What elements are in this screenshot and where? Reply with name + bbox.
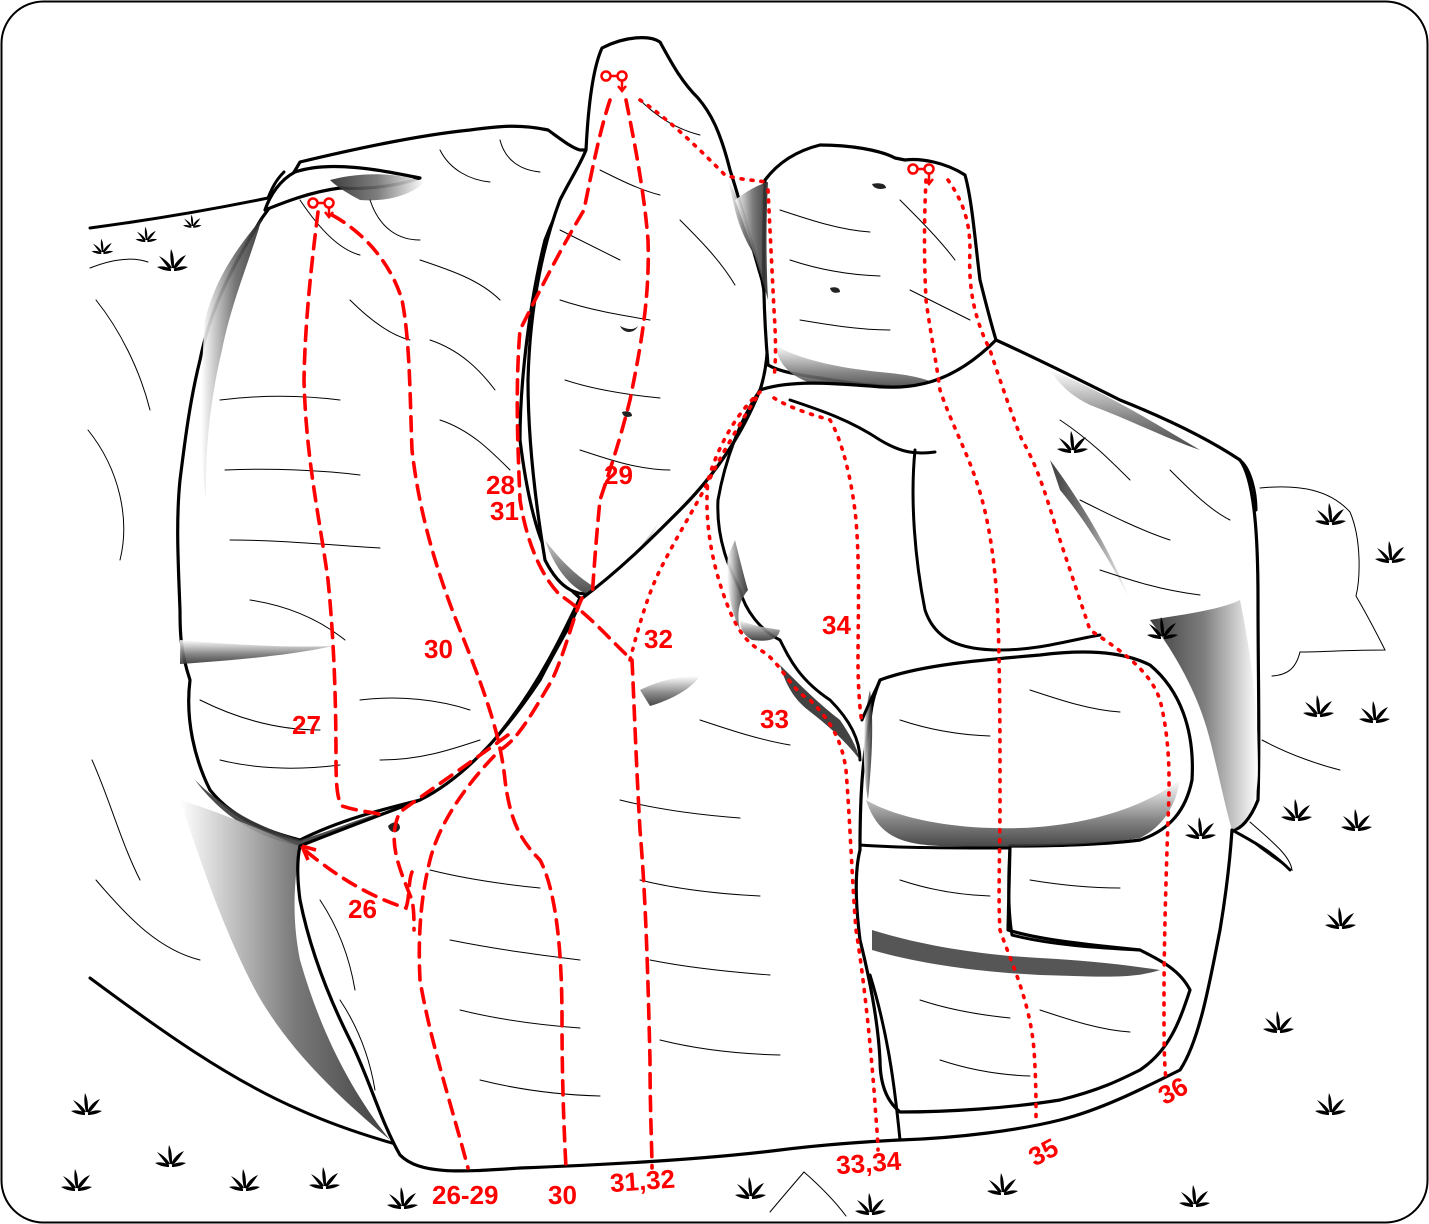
start-label-33-34: 33,34 <box>835 1146 903 1181</box>
route-label-30: 30 <box>424 634 453 664</box>
route-label-34: 34 <box>822 610 851 640</box>
route-label-29: 29 <box>604 460 633 490</box>
start-label-31-32: 31,32 <box>609 1164 676 1198</box>
route-label-27: 27 <box>292 710 321 740</box>
start-label-30: 30 <box>548 1180 577 1210</box>
upper-right-block <box>764 145 996 387</box>
route-label-32: 32 <box>644 624 673 654</box>
route-label-31: 31 <box>490 496 519 526</box>
start-label-26-29: 26-29 <box>432 1180 499 1210</box>
route-label-33: 33 <box>760 704 789 734</box>
route-label-26: 26 <box>348 894 377 924</box>
